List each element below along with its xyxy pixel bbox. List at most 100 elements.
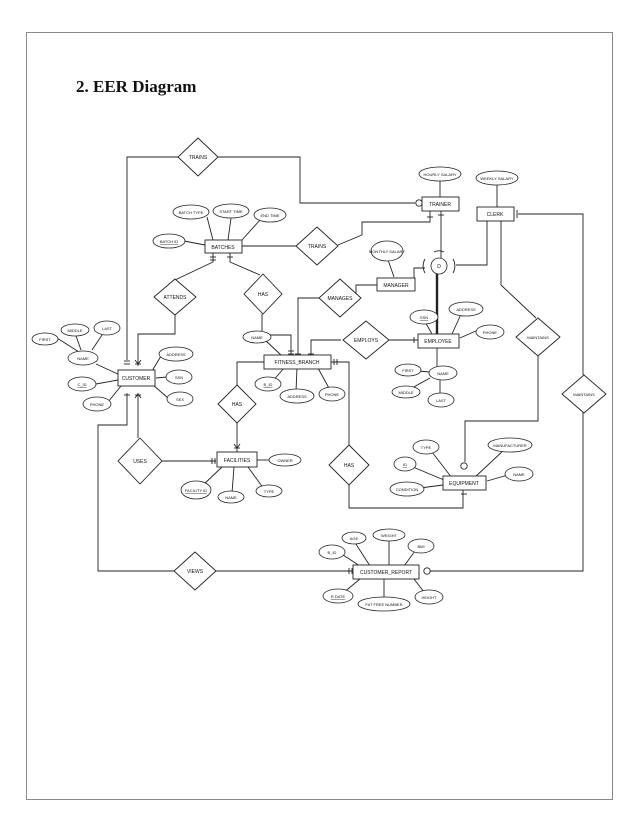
- attribute-first-employee: FIRST: [394, 363, 422, 377]
- svg-text:R DATE: R DATE: [331, 594, 346, 599]
- svg-text:USES: USES: [133, 459, 147, 465]
- entity-fitness-branch: FITNESS_BRANCH: [263, 354, 332, 370]
- svg-text:B_ID: B_ID: [264, 382, 273, 387]
- svg-text:BATCH ID: BATCH ID: [160, 239, 178, 244]
- entity-clerk: CLERK: [476, 206, 515, 222]
- entity-customer-report: CUSTOMER_REPORT: [352, 564, 420, 580]
- attribute-hourly-salary: HOURLY SALARY: [418, 166, 462, 182]
- svg-text:OWNER: OWNER: [277, 458, 292, 463]
- attribute-ssn-customer: SSN: [165, 369, 193, 385]
- attribute-height: HEIGHT: [414, 589, 444, 605]
- entity-facilities: FACILITIES: [216, 451, 258, 468]
- attribute-name-employee: NAME: [428, 365, 458, 381]
- attribute-phone-customer: PHONE: [82, 396, 112, 412]
- attribute-name-branch: NAME: [242, 330, 272, 344]
- svg-text:FITNESS_BRANCH: FITNESS_BRANCH: [274, 360, 319, 366]
- svg-text:B_ID: B_ID: [328, 550, 337, 555]
- attribute-phone-employee: PHONE: [475, 324, 505, 340]
- svg-text:EQUIPMENT: EQUIPMENT: [449, 481, 479, 487]
- svg-text:TRAINS: TRAINS: [308, 244, 327, 250]
- svg-text:SEX: SEX: [176, 397, 184, 402]
- svg-text:LAST: LAST: [436, 398, 447, 403]
- attribute-b-id-report: B_ID: [318, 544, 346, 560]
- relationship-uses: USES: [117, 437, 163, 485]
- entity-employee: EMPLOYEE: [417, 333, 460, 349]
- svg-text:TRAINS: TRAINS: [189, 155, 208, 161]
- attribute-address-employee: ADDRESS: [448, 301, 484, 317]
- svg-text:TYPE: TYPE: [264, 489, 275, 494]
- svg-text:ID: ID: [403, 462, 407, 467]
- attribute-condition: CONDITION: [389, 481, 425, 497]
- attribute-name-facilities: NAME: [217, 490, 245, 504]
- relationship-maintains-2: MAINTAINS: [561, 374, 607, 414]
- svg-text:HEIGHT: HEIGHT: [421, 595, 437, 600]
- svg-text:MONTHLY SALARY: MONTHLY SALARY: [369, 249, 405, 254]
- svg-text:END TIME: END TIME: [260, 213, 279, 218]
- svg-text:FAT FREE NUMBER: FAT FREE NUMBER: [365, 602, 402, 607]
- svg-text:NAME: NAME: [513, 472, 525, 477]
- svg-text:MIDDLE: MIDDLE: [398, 390, 413, 395]
- attribute-phone-branch: PHONE: [318, 386, 346, 402]
- relationship-trains-top: TRAINS: [177, 137, 219, 177]
- svg-text:CUSTOMER_REPORT: CUSTOMER_REPORT: [360, 570, 412, 576]
- svg-text:MIDDLE: MIDDLE: [67, 328, 82, 333]
- svg-text:PHONE: PHONE: [483, 330, 498, 335]
- entity-trainer: TRAINER: [421, 196, 460, 212]
- attribute-sex-customer: SEX: [166, 391, 194, 407]
- attribute-end-time: END TIME: [253, 207, 287, 223]
- svg-text:SSN: SSN: [420, 315, 428, 320]
- svg-text:LAST: LAST: [102, 326, 113, 331]
- attribute-b-id: B_ID: [254, 376, 282, 392]
- svg-text:BATCH TYPE: BATCH TYPE: [179, 210, 204, 215]
- attribute-batch-id: BATCH ID: [152, 233, 186, 249]
- attribute-type-equipment: TYPE: [412, 439, 440, 455]
- svg-text:CUSTOMER: CUSTOMER: [122, 376, 151, 382]
- attribute-facility-id: FACILITY ID: [180, 480, 212, 500]
- svg-text:BATCHES: BATCHES: [211, 245, 235, 251]
- attribute-name-customer: NAME: [67, 350, 99, 366]
- attribute-monthly-salary: MONTHLY SALARY: [369, 240, 405, 262]
- svg-text:FACILITIES: FACILITIES: [224, 458, 251, 464]
- relationship-has-facilities: HAS: [217, 384, 257, 424]
- svg-text:ADDRESS: ADDRESS: [456, 307, 476, 312]
- svg-text:TYPE: TYPE: [421, 445, 432, 450]
- svg-text:NAME: NAME: [225, 495, 237, 500]
- svg-text:PHONE: PHONE: [90, 402, 105, 407]
- attribute-type-facilities: TYPE: [255, 484, 283, 498]
- svg-text:HAS: HAS: [344, 463, 355, 469]
- svg-text:AGE: AGE: [350, 536, 359, 541]
- svg-text:FIRST: FIRST: [39, 337, 51, 342]
- relationship-maintains-1: MAINTAINS: [515, 317, 561, 357]
- disjoint-specialization: D: [422, 250, 456, 275]
- relationship-employs: EMPLOYS: [342, 320, 390, 360]
- attribute-weight: WEIGHT: [372, 528, 406, 542]
- svg-text:ATTENDS: ATTENDS: [164, 295, 188, 301]
- attribute-weekly-salary: WEEKLY SALARY: [475, 170, 519, 186]
- svg-text:WEIGHT: WEIGHT: [381, 533, 398, 538]
- attribute-r-date: R DATE: [322, 588, 354, 604]
- svg-text:ADDRESS: ADDRESS: [166, 352, 186, 357]
- svg-text:FACILITY ID: FACILITY ID: [185, 488, 207, 493]
- svg-text:TRAINER: TRAINER: [429, 202, 451, 208]
- attribute-first-customer: FIRST: [31, 332, 59, 346]
- svg-text:BMI: BMI: [417, 544, 424, 549]
- attribute-middle-employee: MIDDLE: [391, 385, 421, 399]
- svg-text:CLERK: CLERK: [487, 212, 504, 218]
- attribute-owner: OWNER: [268, 453, 302, 467]
- attribute-address-customer: ADDRESS: [158, 346, 194, 362]
- page-heading: 2. EER Diagram: [76, 77, 197, 96]
- attribute-last-employee: LAST: [427, 392, 455, 408]
- attribute-c-id: C_ID: [67, 376, 97, 392]
- svg-text:FIRST: FIRST: [402, 368, 414, 373]
- attribute-fat-free-number: FAT FREE NUMBER: [357, 596, 411, 612]
- svg-text:PHONE: PHONE: [325, 392, 340, 397]
- svg-text:MAINTAINS: MAINTAINS: [573, 392, 595, 397]
- svg-text:EMPLOYEE: EMPLOYEE: [424, 339, 452, 345]
- attribute-name-equipment: NAME: [504, 466, 534, 482]
- svg-text:MANAGER: MANAGER: [383, 283, 409, 289]
- svg-text:MAINTAINS: MAINTAINS: [527, 335, 549, 340]
- svg-text:START TIME: START TIME: [219, 209, 243, 214]
- relationship-has-equipment: HAS: [328, 444, 370, 486]
- attribute-ssn-employee: SSN: [409, 309, 439, 325]
